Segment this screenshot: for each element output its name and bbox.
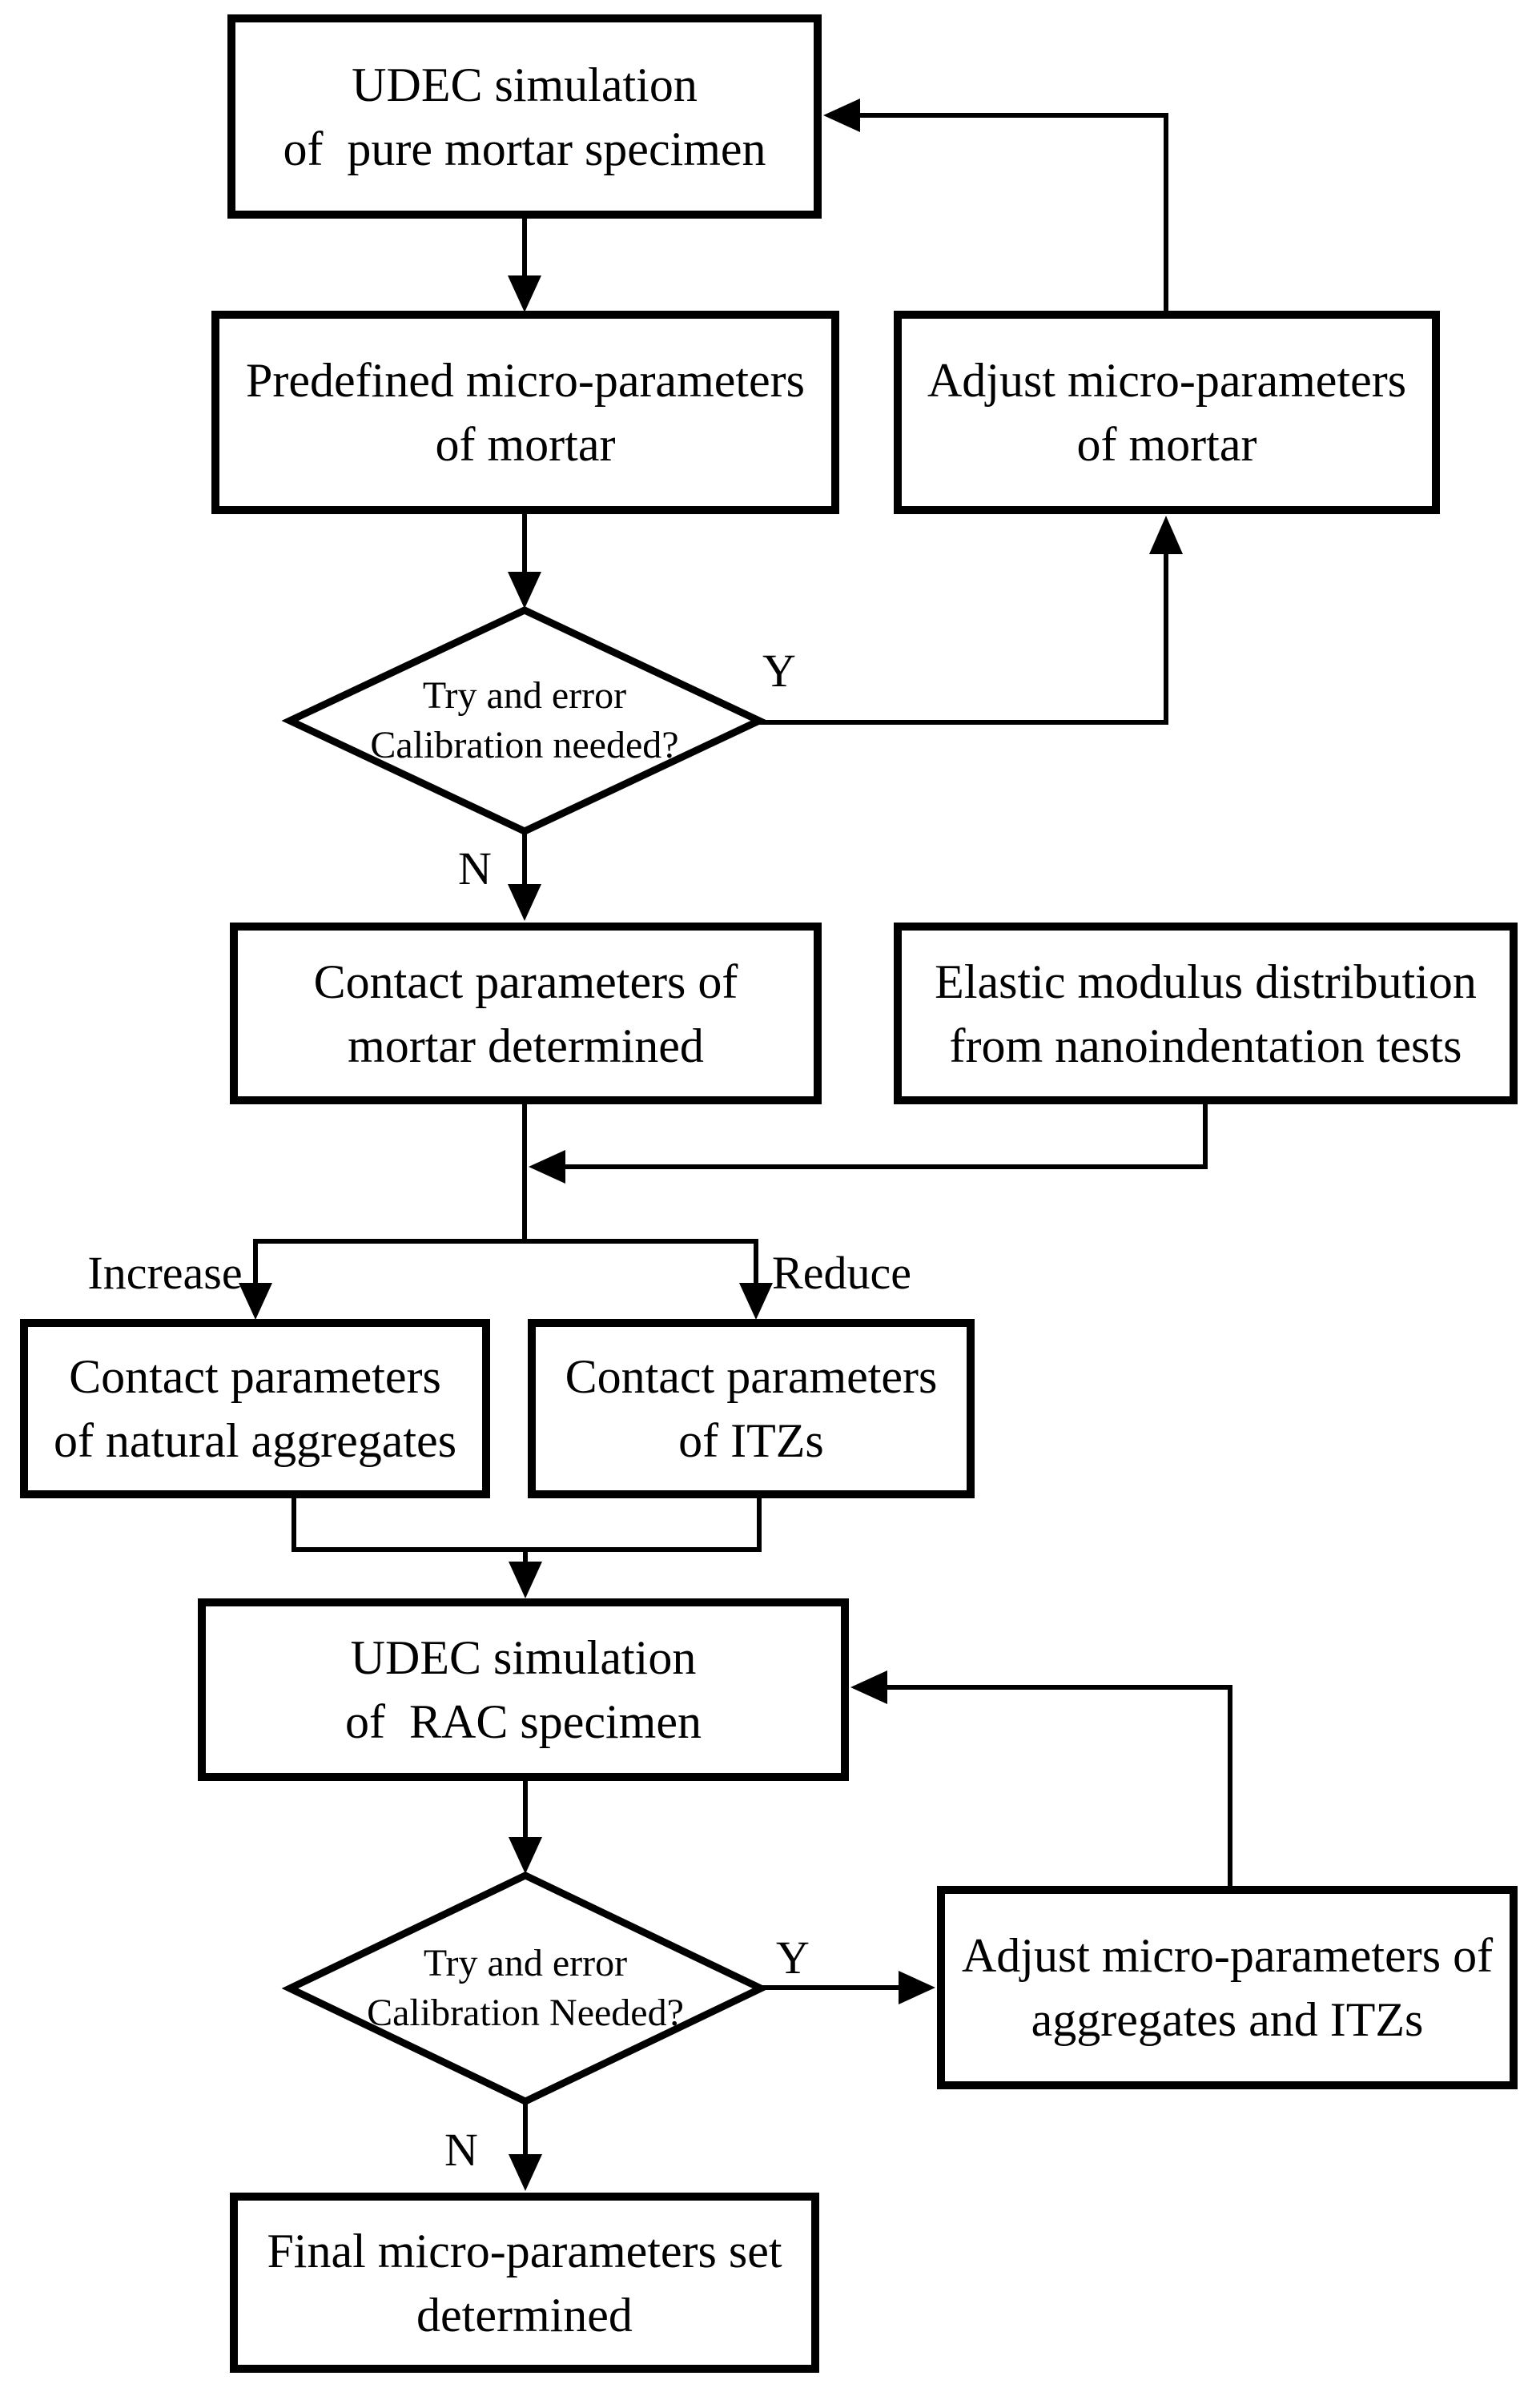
edge-label-mortar-yes: Y <box>762 645 796 697</box>
arrowhead-merge-to-rac <box>509 1562 542 1598</box>
box-udec-rac-simulation-label: UDEC simulation of RAC specimen <box>345 1631 702 1748</box>
arrowhead-adjust2-to-rac <box>850 1670 887 1704</box>
edge-adjust2-to-rac <box>884 1685 1232 1886</box>
arrowhead-elastic-merge <box>529 1150 565 1184</box>
edge-label-increase: Increase <box>87 1247 243 1299</box>
box-contact-parameters-mortar-label: Contact parameters of mortar determined <box>313 955 738 1072</box>
decision-mortar-calibration-shape <box>281 606 768 835</box>
arrowhead-reduce-branch <box>739 1283 773 1320</box>
box-adjust-aggregates-itz: Adjust micro-parameters of aggregates an… <box>937 1886 1518 2089</box>
edge-label-reduce: Reduce <box>772 1247 911 1299</box>
box-contact-parameters-mortar: Contact parameters of mortar determined <box>230 923 822 1104</box>
edge-adjust-mortar-to-udec <box>857 113 1168 312</box>
arrowhead-increase-branch <box>239 1283 272 1320</box>
box-predefined-parameters: Predefined micro-parameters of mortar <box>211 311 839 514</box>
box-elastic-modulus: Elastic modulus distribution from nanoin… <box>894 923 1518 1104</box>
box-final-parameters-label: Final micro-parameters set determined <box>267 2224 782 2342</box>
box-udec-mortar-simulation-label: UDEC simulation of pure mortar specimen <box>283 58 766 175</box>
decision-rac-calibration-shape <box>281 1871 770 2105</box>
box-udec-mortar-simulation: UDEC simulation of pure mortar specimen <box>227 14 822 219</box>
arrowhead-predefined-to-decision <box>508 572 541 609</box>
box-contact-parameters-aggregates: Contact parameters of natural aggregates <box>20 1319 490 1498</box>
arrowhead-rac-to-decision <box>509 1837 542 1874</box>
arrowhead-no-to-final <box>509 2154 542 2191</box>
edge-label-rac-no: N <box>444 2124 478 2176</box>
arrowhead-no-to-contact-mortar <box>508 884 541 921</box>
edge-elastic-merge <box>564 1104 1208 1169</box>
arrowhead-adjust-mortar-to-udec <box>823 98 860 132</box>
box-final-parameters: Final micro-parameters set determined <box>230 2193 819 2373</box>
box-adjust-mortar-parameters-label: Adjust micro-parameters of mortar <box>927 354 1407 471</box>
box-elastic-modulus-label: Elastic modulus distribution from nanoin… <box>935 955 1477 1072</box>
arrowhead-yes-to-adjust2 <box>899 1971 935 2004</box>
box-predefined-parameters-label: Predefined micro-parameters of mortar <box>246 354 805 471</box>
edge-label-mortar-no: N <box>458 842 492 894</box>
box-contact-parameters-itz: Contact parameters of ITZs <box>528 1319 975 1498</box>
box-adjust-mortar-parameters: Adjust micro-parameters of mortar <box>894 311 1440 514</box>
edge-decision-yes-to-adjust-mortar <box>757 551 1168 725</box>
box-udec-rac-simulation: UDEC simulation of RAC specimen <box>198 1598 849 1781</box>
box-contact-parameters-itz-label: Contact parameters of ITZs <box>565 1350 938 1467</box>
box-adjust-aggregates-itz-label: Adjust micro-parameters of aggregates an… <box>961 1929 1494 2046</box>
arrowhead-yes-to-adjust-mortar <box>1149 516 1183 554</box>
box-contact-parameters-aggregates-label: Contact parameters of natural aggregates <box>53 1350 457 1467</box>
arrowhead-udec-to-predefined <box>508 275 541 312</box>
edge-label-rac-yes: Y <box>776 1932 810 1984</box>
